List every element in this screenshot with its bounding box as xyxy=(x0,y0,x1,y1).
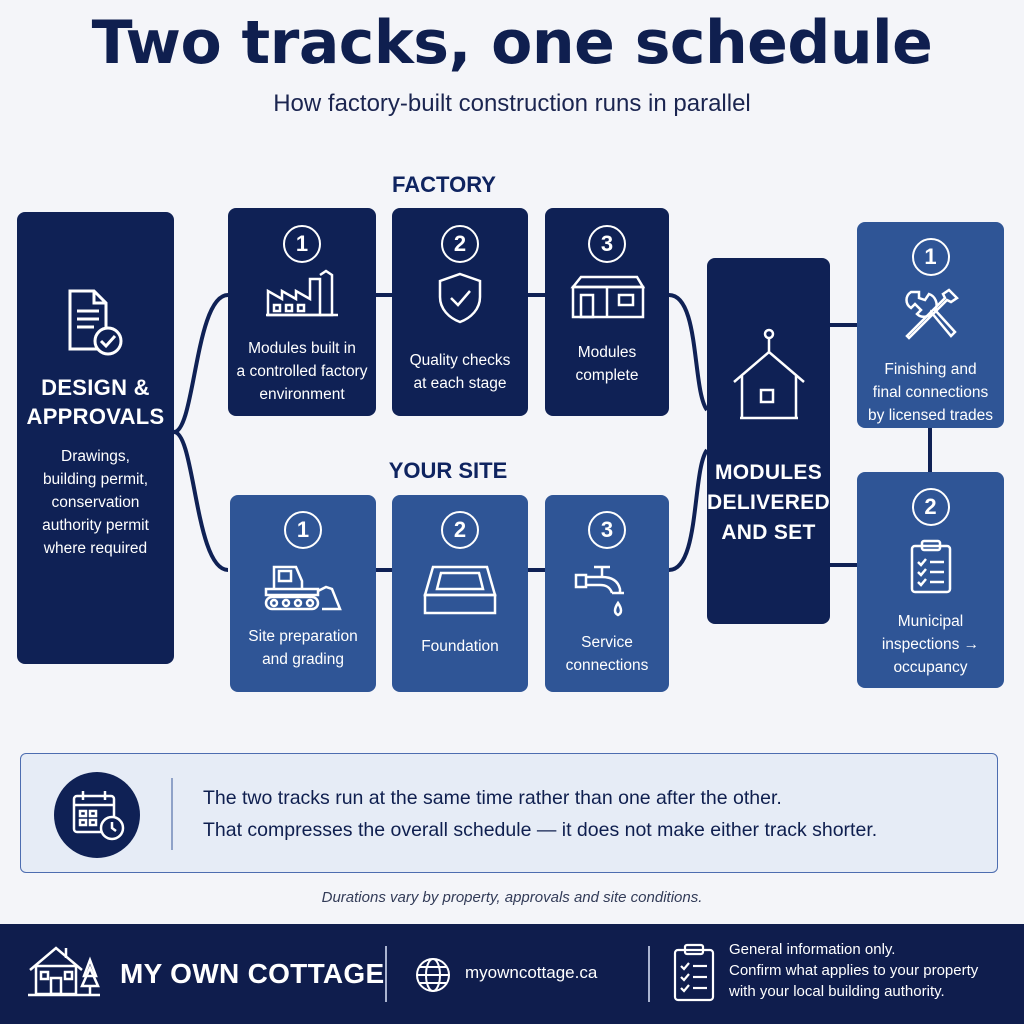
final-step-1-card: 1 Finishing and final connections by lic… xyxy=(857,222,1004,428)
shield-check-icon xyxy=(435,271,485,325)
design-title-line1: DESIGN & xyxy=(41,375,150,400)
footer-info-line: Confirm what applies to your property xyxy=(729,962,979,979)
module-house-icon xyxy=(567,273,647,321)
step-text-line: at each stage xyxy=(413,375,507,392)
factory-track-label: FACTORY xyxy=(392,172,496,197)
step-number: 2 xyxy=(441,225,479,263)
faucet-icon xyxy=(572,559,642,619)
design-desc-line: conservation xyxy=(51,494,140,511)
step-text-line: environment xyxy=(259,386,345,403)
step-text-line: complete xyxy=(575,367,639,384)
step-text-line: Quality checks xyxy=(409,352,511,369)
step-number: 1 xyxy=(283,225,321,263)
durations-disclaimer: Durations vary by property, approvals an… xyxy=(321,889,703,906)
factory-step-2-card: 2 Quality checks at each stage xyxy=(392,208,528,416)
final-step-2-card: 2 Municipal inspections → occupancy xyxy=(857,472,1004,688)
step-text-line: connections xyxy=(565,657,649,674)
checklist-icon xyxy=(672,942,716,1004)
design-desc-line: authority permit xyxy=(42,517,149,534)
step-text-line: occupancy xyxy=(893,659,968,676)
step-text-line: Foundation xyxy=(421,638,499,655)
design-desc-line: where required xyxy=(43,540,148,557)
site-step-3-card: 3 Service connections xyxy=(545,495,669,692)
note-line-1: The two tracks run at the same time rath… xyxy=(203,787,782,809)
delivered-line: MODULES xyxy=(714,461,823,484)
step-text-line: a controlled factory xyxy=(236,363,368,380)
globe-icon xyxy=(414,956,452,994)
footer-info-line: with your local building authority. xyxy=(729,983,945,1000)
footer-info-line: General information only. xyxy=(729,941,896,958)
modules-delivered-card: MODULES DELIVERED AND SET xyxy=(707,258,830,624)
factory-icon xyxy=(264,269,340,319)
calendar-clock-icon xyxy=(54,772,140,858)
flow-connectors xyxy=(173,293,932,572)
page-subtitle: How factory-built construction runs in p… xyxy=(273,90,751,117)
site-step-1-card: 1 Site preparation and grading xyxy=(230,495,376,692)
step-text-line: Modules xyxy=(577,344,637,361)
website-link[interactable]: myowncottage.ca xyxy=(465,963,598,982)
step-text-line: and grading xyxy=(262,651,344,668)
design-approvals-card: DESIGN & APPROVALS Drawings, building pe… xyxy=(17,212,174,664)
note-divider xyxy=(171,778,173,850)
delivered-line: DELIVERED xyxy=(707,491,830,514)
note-line-2: That compresses the overall schedule — i… xyxy=(203,819,878,841)
cottage-logo-icon xyxy=(26,940,102,1000)
step-text-line: Site preparation xyxy=(248,628,358,645)
step-text-line: by licensed trades xyxy=(868,407,993,424)
footer-divider xyxy=(385,946,387,1002)
footer-divider xyxy=(648,946,650,1002)
tools-icon xyxy=(901,286,961,344)
step-number: 3 xyxy=(588,511,626,549)
step-text-line: Finishing and xyxy=(884,361,977,378)
site-step-2-card: 2 Foundation xyxy=(392,495,528,692)
step-text-line: final connections xyxy=(872,384,989,401)
step-text-line: inspections → xyxy=(881,636,980,653)
document-check-icon xyxy=(64,287,128,359)
design-desc-line: building permit, xyxy=(42,471,149,488)
step-number: 3 xyxy=(588,225,626,263)
design-desc-line: Drawings, xyxy=(61,448,130,465)
foundation-icon xyxy=(419,561,501,619)
step-text-line: Municipal xyxy=(897,613,964,630)
page-title: Two tracks, one schedule xyxy=(91,8,933,78)
factory-step-1-card: 1 Modules built in a controlled factory … xyxy=(228,208,376,416)
step-text-line: Service xyxy=(581,634,633,651)
bulldozer-icon xyxy=(260,559,346,613)
step-number: 1 xyxy=(911,238,950,276)
footer: MY OWN COTTAGE myowncottage.ca General i… xyxy=(0,924,1024,1024)
summary-note: The two tracks run at the same time rath… xyxy=(20,753,998,873)
clipboard-icon xyxy=(908,538,954,596)
delivered-house-icon xyxy=(726,326,812,426)
brand-name: MY OWN COTTAGE xyxy=(120,958,385,989)
factory-step-3-card: 3 Modules complete xyxy=(545,208,669,416)
step-number: 1 xyxy=(284,511,322,549)
design-title-line2: APPROVALS xyxy=(26,404,165,429)
site-track-label: YOUR SITE xyxy=(388,458,508,483)
delivered-line: AND SET xyxy=(721,521,816,544)
step-number: 2 xyxy=(911,488,950,526)
step-text-line: Modules built in xyxy=(248,340,356,357)
step-number: 2 xyxy=(441,511,479,549)
